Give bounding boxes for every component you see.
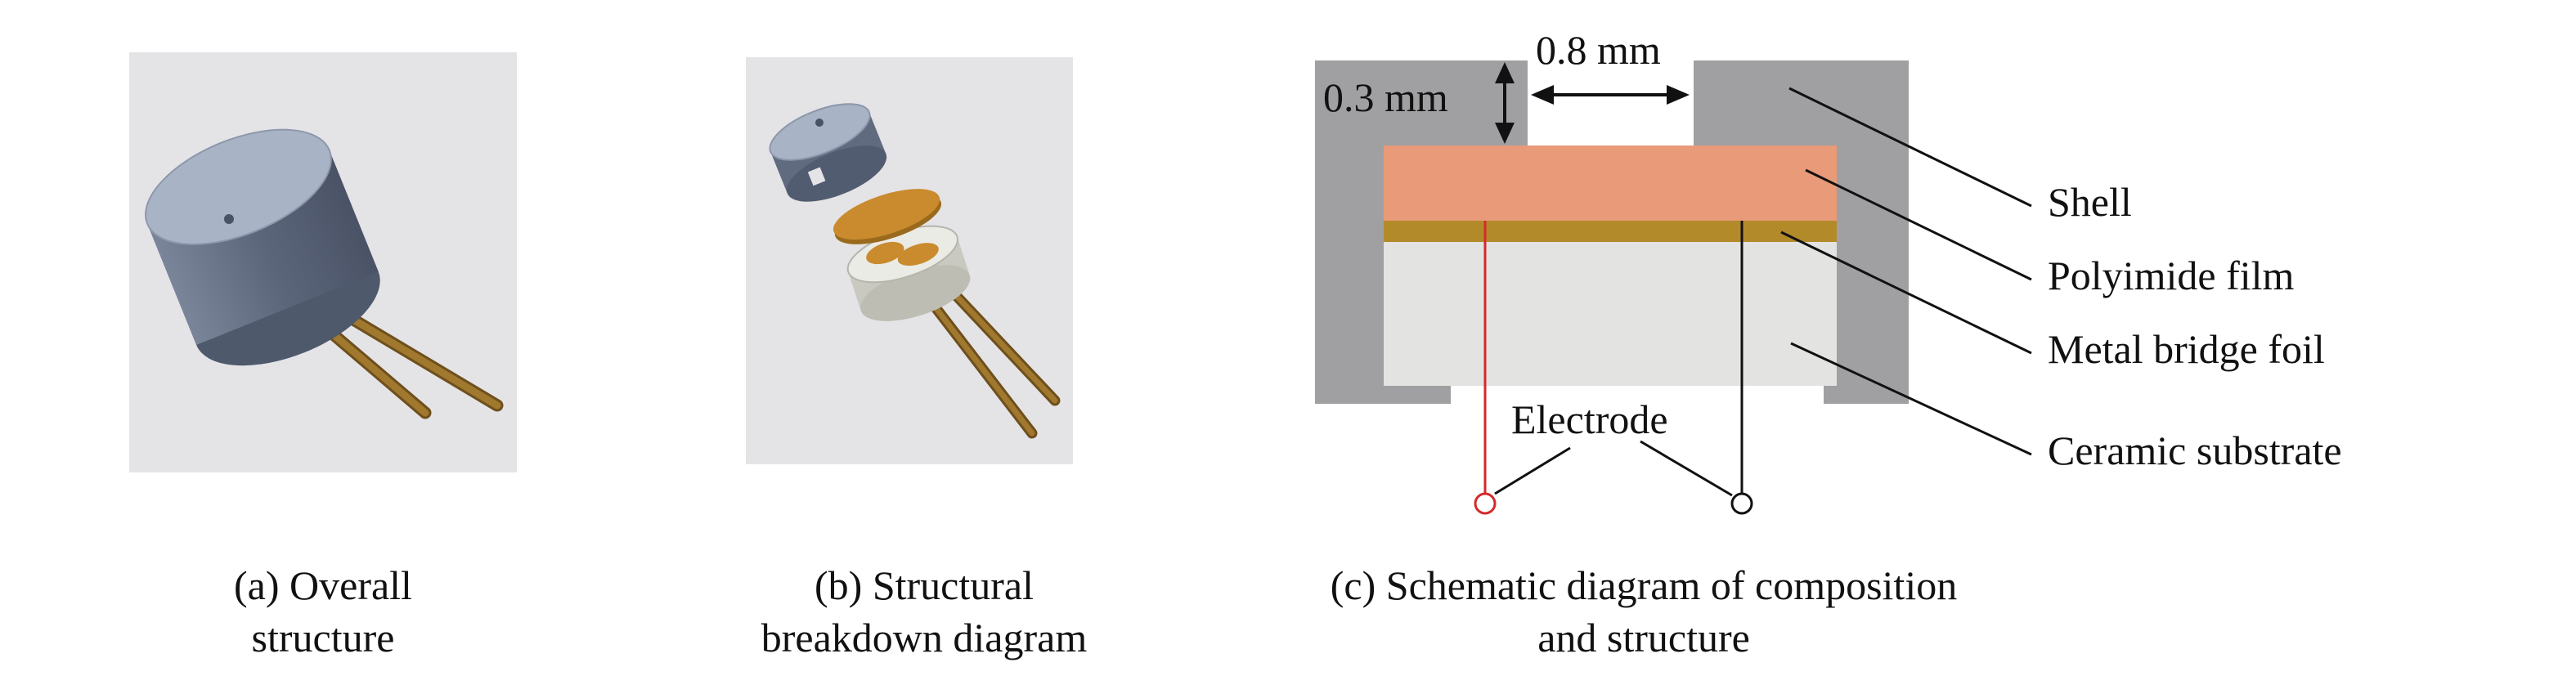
label-dimension-width: 0.8 mm	[1536, 27, 1661, 73]
base-electrode-1	[866, 241, 904, 265]
cap-cylinder	[145, 128, 380, 366]
caption-c: (c) Schematic diagram of composition and…	[1259, 559, 2028, 664]
label-electrode: Electrode	[1511, 396, 1668, 442]
label-ceramic-substrate: Ceramic substrate	[2048, 428, 2342, 473]
base-electrode-2	[897, 243, 939, 266]
label-metal-bridge-foil: Metal bridge foil	[2048, 326, 2325, 372]
panel-b-render	[746, 57, 1073, 464]
caption-a-line2: structure	[251, 615, 395, 660]
foil-disk	[832, 189, 942, 244]
electrode-terminal-left	[1474, 492, 1497, 515]
caption-b-line2: breakdown diagram	[761, 615, 1088, 660]
leader-foil	[1780, 231, 2032, 355]
caption-b: (b) Structural breakdown diagram	[736, 559, 1112, 664]
electrode-leader-left	[1494, 446, 1571, 495]
metal-bridge-foil	[1384, 221, 1837, 242]
electrode-leader-right	[1640, 440, 1733, 497]
shell-right	[1694, 60, 1909, 404]
label-shell: Shell	[2048, 179, 2132, 225]
cap-hole	[224, 214, 234, 224]
dimension-width	[1531, 85, 1690, 105]
dimension-depth	[1495, 62, 1515, 144]
ceramic-base	[846, 225, 971, 321]
leader-polyimide	[1805, 168, 2032, 281]
caption-c-line2: and structure	[1537, 615, 1750, 660]
shell-cap-hole	[815, 119, 824, 127]
electrode-terminal-right	[1730, 492, 1753, 515]
cap-top-face	[145, 128, 332, 245]
shell-left	[1315, 60, 1528, 404]
caption-c-line1: (c) Schematic diagram of composition	[1330, 562, 1958, 608]
polyimide-film	[1384, 145, 1837, 221]
leader-ceramic	[1790, 342, 2032, 456]
ceramic-substrate	[1384, 242, 1837, 386]
label-polyimide-film: Polyimide film	[2048, 253, 2295, 298]
label-dimension-depth: 0.3 mm	[1323, 74, 1448, 120]
shell-cap	[769, 103, 887, 202]
caption-b-line1: (b) Structural	[815, 562, 1034, 608]
caption-a: (a) Overall structure	[159, 559, 487, 664]
caption-a-line1: (a) Overall	[234, 562, 412, 608]
panel-c-schematic: Electrode 0.8 mm 0.3 mm Shell Polyimide …	[1315, 27, 2342, 515]
leader-shell	[1788, 87, 2032, 208]
panel-a-render	[129, 52, 517, 472]
